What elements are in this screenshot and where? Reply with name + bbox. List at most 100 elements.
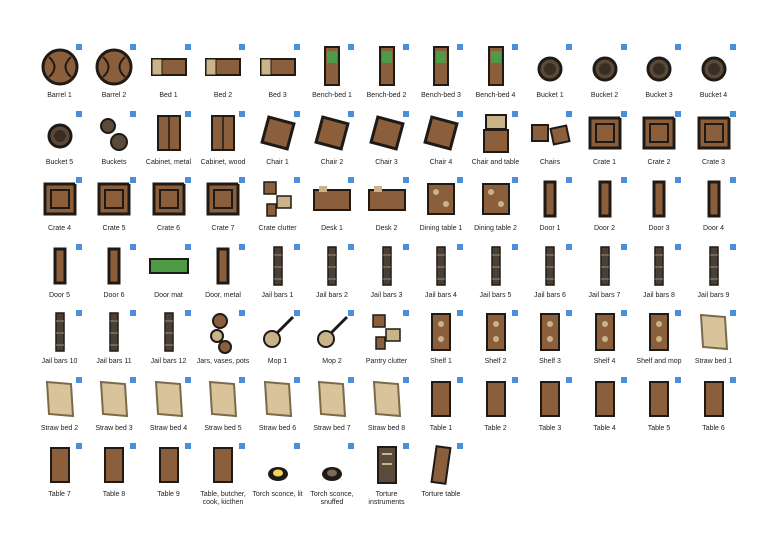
asset-tile-shelf-2[interactable]: Shelf 2 bbox=[468, 309, 523, 379]
asset-tile-straw-bed-5[interactable]: Straw bed 5 bbox=[196, 375, 251, 446]
asset-tile-jail-bars-7[interactable]: Jail bars 7 bbox=[577, 242, 632, 313]
asset-tile-door-1[interactable]: Door 1 bbox=[523, 176, 578, 246]
asset-tile-jail-bars-10[interactable]: Jail bars 10 bbox=[32, 309, 87, 379]
asset-tile-bucket-5[interactable]: Bucket 5 bbox=[32, 109, 87, 180]
asset-tile-bucket-2[interactable]: Bucket 2 bbox=[577, 43, 632, 113]
asset-tile-torture-instruments[interactable]: Torture instruments bbox=[359, 442, 414, 512]
asset-tile-bench-bed-3[interactable]: Bench-bed 3 bbox=[414, 43, 469, 113]
asset-tile-shelf-4[interactable]: Shelf 4 bbox=[577, 309, 632, 379]
asset-tile-crate-6[interactable]: Crate 6 bbox=[141, 176, 196, 246]
asset-tile-bucket-1[interactable]: Bucket 1 bbox=[523, 43, 578, 113]
asset-tile-table-5[interactable]: Table 5 bbox=[632, 375, 687, 446]
asset-tile-bench-bed-2[interactable]: Bench-bed 2 bbox=[359, 43, 414, 113]
asset-tile-bed-1[interactable]: Bed 1 bbox=[141, 43, 196, 113]
asset-tile-bucket-3[interactable]: Bucket 3 bbox=[632, 43, 687, 113]
asset-tile-table-3[interactable]: Table 3 bbox=[523, 375, 578, 446]
asset-label: Table, butcher, cook, kicthen bbox=[200, 491, 246, 506]
chair-icon bbox=[309, 109, 355, 156]
asset-tile-jail-bars-1[interactable]: Jail bars 1 bbox=[250, 242, 305, 313]
asset-tile-chair-2[interactable]: Chair 2 bbox=[305, 109, 360, 180]
asset-tile-chairs[interactable]: Chairs bbox=[523, 109, 578, 180]
asset-tile-jail-bars-6[interactable]: Jail bars 6 bbox=[523, 242, 578, 313]
asset-tile-jail-bars-4[interactable]: Jail bars 4 bbox=[414, 242, 469, 313]
asset-tile-jars-vases-pots[interactable]: Jars, vases, pots bbox=[196, 309, 251, 379]
asset-tile-shelf-1[interactable]: Shelf 1 bbox=[414, 309, 469, 379]
sync-badge-icon bbox=[456, 375, 464, 384]
asset-tile-chair-3[interactable]: Chair 3 bbox=[359, 109, 414, 180]
asset-tile-crate-5[interactable]: Crate 5 bbox=[87, 176, 142, 246]
asset-tile-straw-bed-4[interactable]: Straw bed 4 bbox=[141, 375, 196, 446]
asset-tile-torture-table[interactable]: Torture table bbox=[414, 442, 469, 512]
asset-tile-table-butcher-cook-kicthen[interactable]: Table, butcher, cook, kicthen bbox=[196, 442, 251, 512]
asset-tile-jail-bars-9[interactable]: Jail bars 9 bbox=[686, 242, 741, 313]
asset-tile-torch-sconce-snuffed[interactable]: Torch sconce, snuffed bbox=[305, 442, 360, 512]
asset-tile-door-3[interactable]: Door 3 bbox=[632, 176, 687, 246]
asset-tile-crate-4[interactable]: Crate 4 bbox=[32, 176, 87, 246]
asset-tile-jail-bars-2[interactable]: Jail bars 2 bbox=[305, 242, 360, 313]
asset-tile-straw-bed-3[interactable]: Straw bed 3 bbox=[87, 375, 142, 446]
asset-tile-table-2[interactable]: Table 2 bbox=[468, 375, 523, 446]
asset-tile-bed-2[interactable]: Bed 2 bbox=[196, 43, 251, 113]
asset-tile-jail-bars-8[interactable]: Jail bars 8 bbox=[632, 242, 687, 313]
asset-tile-door-metal[interactable]: Door, metal bbox=[196, 242, 251, 313]
asset-tile-jail-bars-11[interactable]: Jail bars 11 bbox=[87, 309, 142, 379]
asset-tile-door-mat[interactable]: Door mat bbox=[141, 242, 196, 313]
asset-label: Crate 6 bbox=[157, 225, 180, 232]
asset-tile-table-1[interactable]: Table 1 bbox=[414, 375, 469, 446]
asset-tile-torch-sconce-lit[interactable]: Torch sconce, lit bbox=[250, 442, 305, 512]
asset-tile-bench-bed-4[interactable]: Bench-bed 4 bbox=[468, 43, 523, 113]
asset-tile-jail-bars-12[interactable]: Jail bars 12 bbox=[141, 309, 196, 379]
asset-tile-cabinet-wood[interactable]: Cabinet, wood bbox=[196, 109, 251, 180]
asset-tile-table-7[interactable]: Table 7 bbox=[32, 442, 87, 512]
sync-badge-icon bbox=[728, 242, 737, 251]
asset-tile-cabinet-metal[interactable]: Cabinet, metal bbox=[141, 109, 196, 180]
asset-label: Torture table bbox=[421, 491, 461, 498]
asset-tile-dining-table-1[interactable]: Dining table 1 bbox=[414, 176, 469, 246]
asset-tile-table-9[interactable]: Table 9 bbox=[141, 442, 196, 512]
asset-tile-desk-1[interactable]: Desk 1 bbox=[305, 176, 360, 246]
asset-tile-crate-1[interactable]: Crate 1 bbox=[577, 109, 632, 180]
asset-tile-crate-7[interactable]: Crate 7 bbox=[196, 176, 251, 246]
asset-tile-crate-2[interactable]: Crate 2 bbox=[632, 109, 687, 180]
asset-tile-barrel-2[interactable]: Barrel 2 bbox=[87, 43, 142, 113]
asset-tile-straw-bed-1[interactable]: Straw bed 1 bbox=[686, 309, 741, 379]
asset-tile-shelf-3[interactable]: Shelf 3 bbox=[523, 309, 578, 379]
asset-tile-straw-bed-7[interactable]: Straw bed 7 bbox=[305, 375, 360, 446]
asset-label: Barrel 1 bbox=[47, 92, 72, 99]
barrel-icon bbox=[37, 43, 83, 89]
asset-tile-door-6[interactable]: Door 6 bbox=[87, 242, 142, 313]
sync-badge-icon bbox=[183, 242, 192, 251]
asset-tile-chair-and-table[interactable]: Chair and table bbox=[468, 109, 523, 180]
asset-tile-door-4[interactable]: Door 4 bbox=[686, 176, 741, 246]
asset-tile-mop-1[interactable]: Mop 1 bbox=[250, 309, 305, 379]
asset-tile-bed-3[interactable]: Bed 3 bbox=[250, 43, 305, 113]
asset-tile-pantry-clutter[interactable]: Pantry clutter bbox=[359, 309, 414, 379]
asset-tile-straw-bed-2[interactable]: Straw bed 2 bbox=[32, 375, 87, 446]
asset-tile-chair-4[interactable]: Chair 4 bbox=[414, 109, 469, 180]
sync-badge-icon bbox=[565, 176, 573, 184]
asset-tile-straw-bed-8[interactable]: Straw bed 8 bbox=[359, 375, 414, 446]
asset-tile-desk-2[interactable]: Desk 2 bbox=[359, 176, 414, 246]
asset-tile-table-6[interactable]: Table 6 bbox=[686, 375, 741, 446]
asset-tile-bench-bed-1[interactable]: Bench-bed 1 bbox=[305, 43, 360, 113]
asset-tile-straw-bed-6[interactable]: Straw bed 6 bbox=[250, 375, 305, 446]
dining-table-icon bbox=[418, 176, 464, 222]
asset-tile-table-8[interactable]: Table 8 bbox=[87, 442, 142, 512]
asset-tile-jail-bars-5[interactable]: Jail bars 5 bbox=[468, 242, 523, 313]
sync-badge-icon bbox=[401, 309, 410, 317]
asset-tile-crate-clutter[interactable]: Crate clutter bbox=[250, 176, 305, 246]
asset-tile-mop-2[interactable]: Mop 2 bbox=[305, 309, 360, 379]
asset-tile-bucket-4[interactable]: Bucket 4 bbox=[686, 43, 741, 113]
asset-tile-jail-bars-3[interactable]: Jail bars 3 bbox=[359, 242, 414, 313]
asset-tile-table-4[interactable]: Table 4 bbox=[577, 375, 632, 446]
asset-tile-door-5[interactable]: Door 5 bbox=[32, 242, 87, 313]
asset-tile-barrel-1[interactable]: Barrel 1 bbox=[32, 43, 87, 113]
asset-label: Mop 2 bbox=[322, 358, 342, 365]
asset-label: Crate 1 bbox=[593, 158, 616, 166]
asset-tile-shelf-and-mop[interactable]: Shelf and mop bbox=[632, 309, 687, 379]
asset-tile-crate-3[interactable]: Crate 3 bbox=[686, 109, 741, 180]
asset-tile-chair-1[interactable]: Chair 1 bbox=[250, 109, 305, 180]
asset-tile-buckets[interactable]: Buckets bbox=[87, 109, 142, 180]
asset-tile-door-2[interactable]: Door 2 bbox=[577, 176, 632, 246]
asset-tile-dining-table-2[interactable]: Dining table 2 bbox=[468, 176, 523, 246]
